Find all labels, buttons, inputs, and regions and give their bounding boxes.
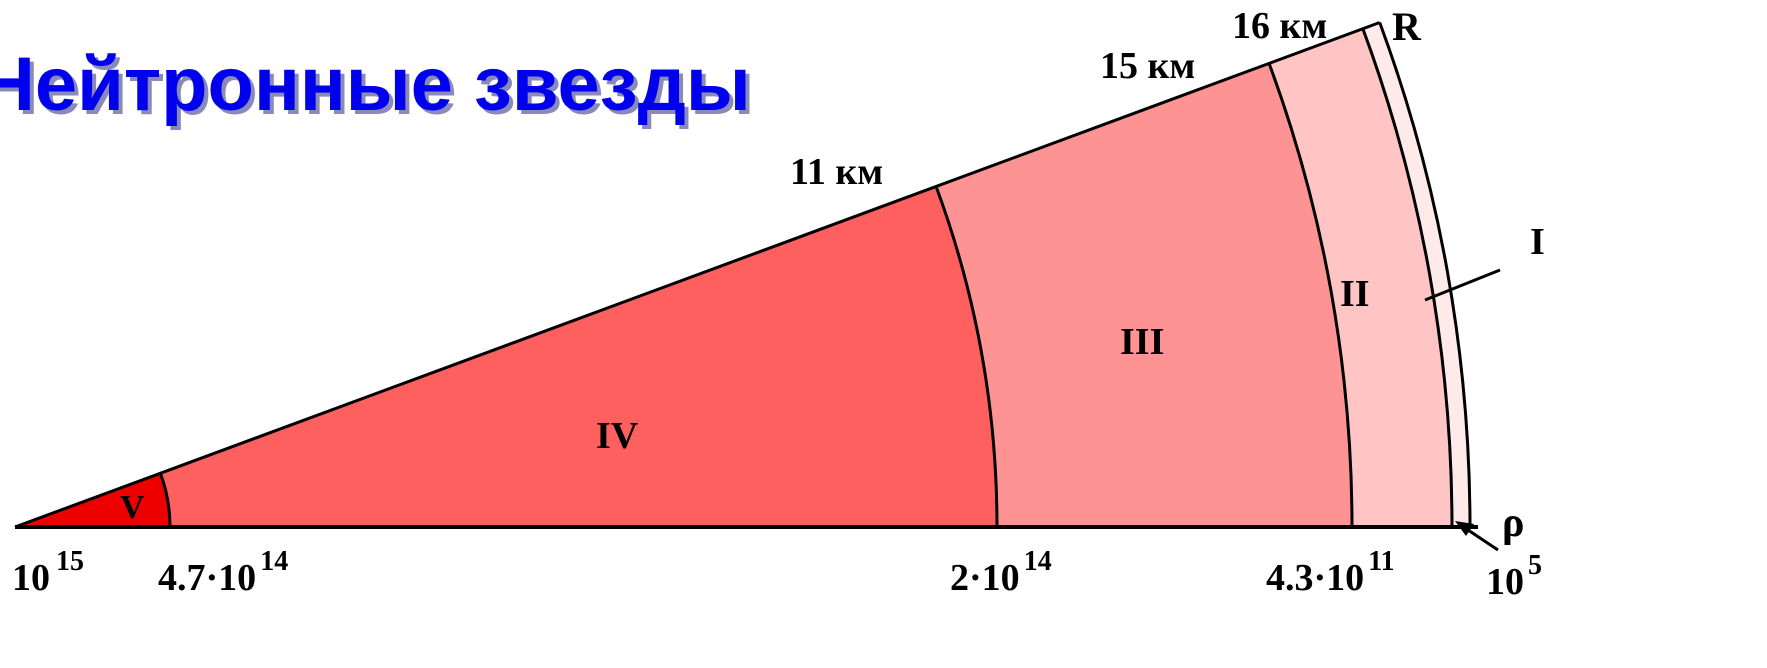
layer-label-III: III: [1120, 321, 1164, 363]
boundary-arc-surface: [1378, 21, 1472, 528]
wedge-upper-edge: [14, 21, 1381, 529]
boundary-arc-II-I: [1361, 28, 1454, 528]
radius-label-16km: 16 км: [1232, 5, 1327, 47]
layer-I-leader-line: [1424, 268, 1501, 302]
density-axis-label: ρ: [1502, 500, 1524, 546]
boundary-arc-V-IV: [158, 472, 172, 528]
boundary-arc-IV-III: [934, 185, 999, 528]
wedge-layers: [15, 22, 1470, 528]
layer-label-I: I: [1530, 221, 1545, 263]
layer-label-IV: IV: [596, 415, 639, 457]
boundary-arc-III-II: [1267, 62, 1354, 528]
page-title-shadow: Нейтронные звезды: [0, 46, 755, 131]
radius-axis-label: R: [1392, 4, 1422, 49]
page-title: Нейтронные звезды Нейтронные звезды: [0, 42, 755, 131]
layer-IV-region: [15, 186, 998, 527]
density-arrow-icon: [1455, 521, 1499, 552]
radius-label-11km: 11 км: [790, 151, 883, 193]
boundary-arcs: [158, 21, 1472, 528]
layer-label-II: II: [1340, 273, 1370, 315]
radius-label-15km: 15 км: [1100, 45, 1195, 87]
layer-label-V: V: [120, 489, 145, 526]
page-title-text: Нейтронные звезды: [0, 42, 751, 127]
